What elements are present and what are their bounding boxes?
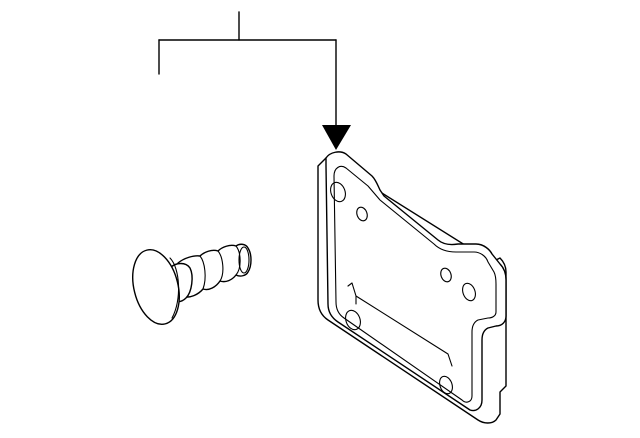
screw-icon: [132, 243, 252, 325]
arrow-head-icon: [322, 125, 351, 150]
callout-bracket: [158, 11, 337, 126]
plate-icon: [317, 151, 507, 424]
